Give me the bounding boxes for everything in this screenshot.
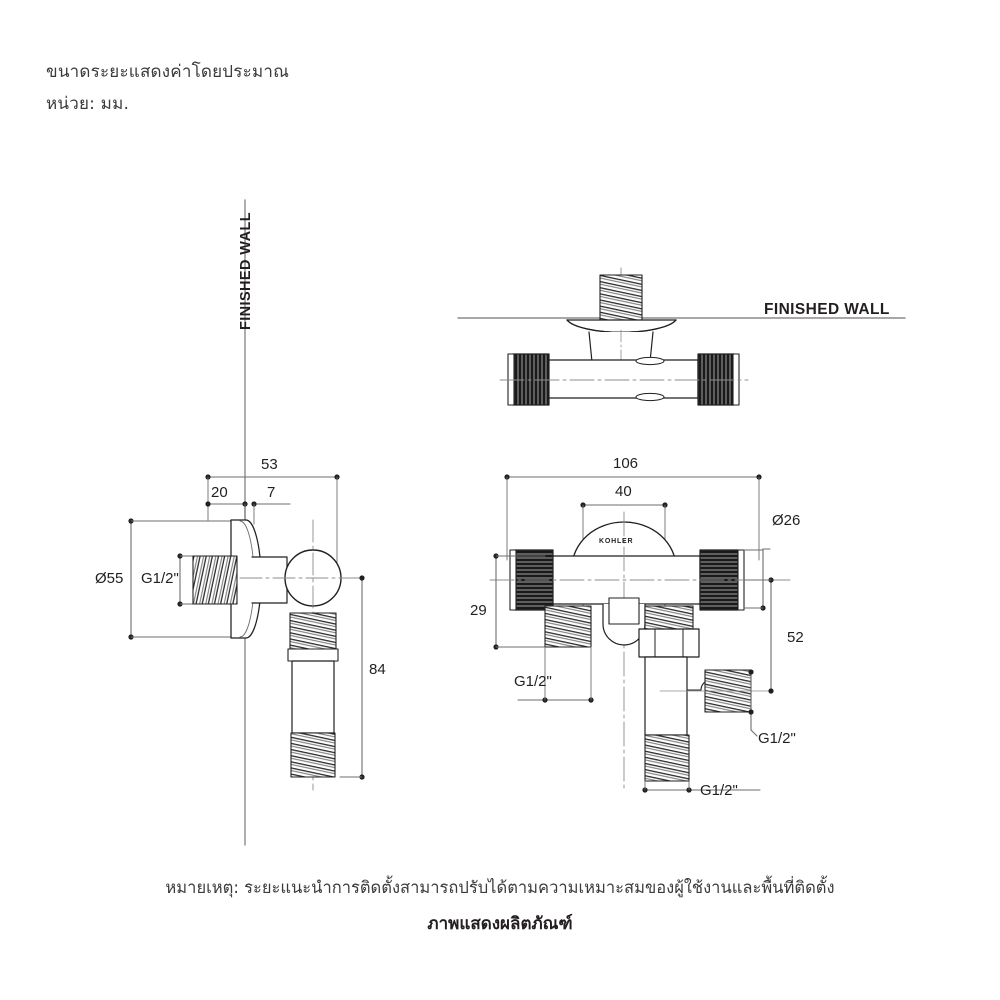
dim-text-7: 7 [267, 484, 276, 501]
header-note-line-1: ขนาดระยะแสดงค่าโดยประมาณ [46, 62, 290, 82]
outlet-upper-thread-side-view [289, 612, 337, 652]
dim-text-55: Ø55 [95, 570, 124, 587]
escutcheon-flange-top-view [566, 319, 677, 333]
dim-text-106: 106 [613, 455, 639, 472]
finished-wall-label-horizontal: FINISHED WALL [764, 301, 890, 318]
top-plan-view-geometry [457, 267, 906, 406]
dim-text-53: 53 [261, 456, 278, 473]
bottom-thread-front-view [644, 734, 690, 782]
outlet-right-thread-front-view [644, 605, 694, 632]
handle-right-top-view [697, 353, 735, 406]
dim-text-g12-side: G1/2" [141, 570, 179, 587]
dim-text-52: 52 [787, 629, 804, 646]
dim-text-20: 20 [211, 484, 228, 501]
outlet-pipe-side-view [291, 660, 335, 734]
finished-wall-label-vertical: FINISHED WALL [238, 212, 254, 330]
front-elevation-view-geometry [489, 474, 791, 793]
dim-text-26: Ø26 [772, 512, 801, 529]
dim-text-29: 29 [470, 602, 487, 619]
outlet-left-thread-front-view [544, 605, 592, 648]
footer-title: ภาพแสดงผลิตภัณฑ์ [427, 914, 573, 934]
dim-text-g12-left: G1/2" [514, 673, 552, 690]
inlet-thread-top-view [599, 274, 643, 321]
hex-nut-front-view [638, 628, 700, 658]
outlet-lower-thread-side-view [290, 732, 336, 778]
header-note-line-2: หน่วย: มม. [46, 94, 130, 114]
dim-text-40: 40 [615, 483, 632, 500]
drop-pipe-front-view [644, 656, 688, 736]
valve-barrel-top-view [547, 359, 699, 399]
dim-text-g12-branch: G1/2" [758, 730, 796, 747]
side-elevation-view-geometry [128, 474, 365, 791]
handle-left-top-view [512, 353, 550, 406]
valve-neck-side-view [251, 556, 288, 604]
footer-note: หมายเหตุ: ระยะแนะนำการติดตั้งสามารถปรับไ… [165, 878, 835, 897]
outlet-collar-side-view [287, 648, 339, 662]
brand-label: KOHLER [599, 538, 634, 545]
dim-text-g12-bottom: G1/2" [700, 782, 738, 799]
dim-text-84: 84 [369, 661, 386, 678]
inlet-thread-side-view [192, 555, 238, 605]
